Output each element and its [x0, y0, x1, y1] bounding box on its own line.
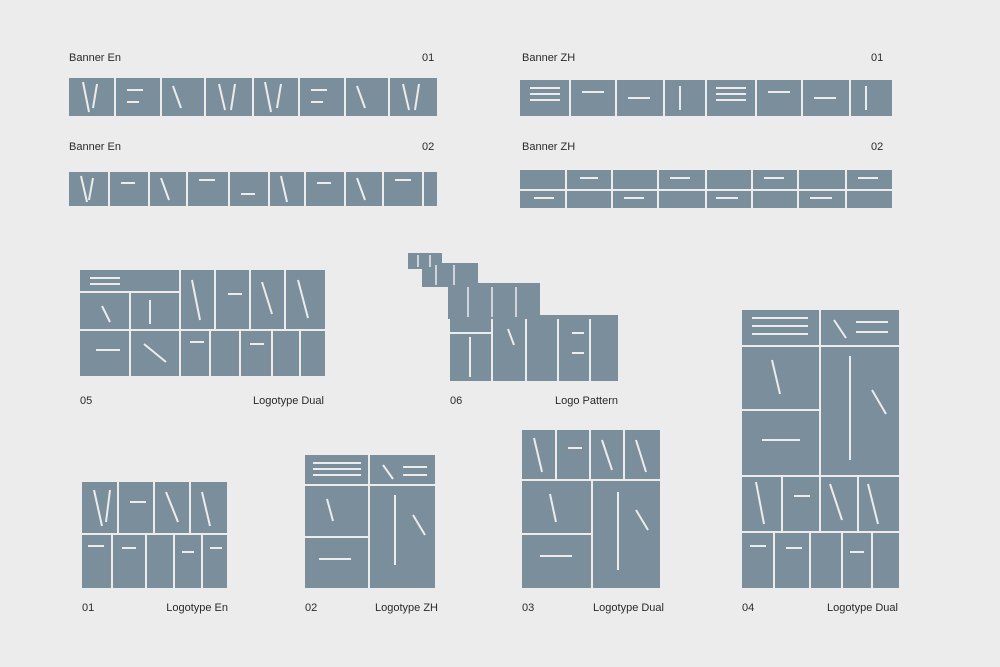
banner-en-2-number: 02 [422, 141, 435, 153]
banner-zh-1-number: 01 [871, 52, 884, 64]
specimen-03-number: 03 [522, 602, 535, 614]
specimen-03-label: Logotype Dual [593, 602, 664, 614]
specimen-01-label: Logotype En [166, 602, 228, 614]
specimen-03-graphic [522, 430, 660, 588]
specimen-06-graphic [408, 253, 620, 381]
banner-en-2-label: Banner En [69, 141, 121, 153]
specimen-01-number: 01 [82, 602, 95, 614]
banner-zh-2-graphic [520, 170, 892, 208]
banner-en-2-graphic [69, 172, 437, 206]
specimen-06-number: 06 [450, 395, 463, 407]
specimen-02-graphic [305, 455, 435, 588]
specimen-04-graphic [742, 310, 899, 588]
specimen-05-number: 05 [80, 395, 93, 407]
specimen-01-graphic [82, 482, 227, 588]
specimen-06-label: Logo Pattern [555, 395, 618, 407]
banner-zh-1-graphic [520, 80, 892, 116]
specimen-02-label: Logotype ZH [375, 602, 438, 614]
banner-en-1-label: Banner En [69, 52, 121, 64]
specimen-04-number: 04 [742, 602, 755, 614]
banner-en-1-number: 01 [422, 52, 435, 64]
banner-zh-2-label: Banner ZH [522, 141, 576, 153]
banner-zh-2-number: 02 [871, 141, 884, 153]
specimen-04-label: Logotype Dual [827, 602, 898, 614]
specimen-02-number: 02 [305, 602, 318, 614]
banner-en-1-graphic [69, 78, 437, 116]
specimen-05-graphic [80, 270, 325, 376]
banner-zh-1-label: Banner ZH [522, 52, 576, 64]
specimen-05-label: Logotype Dual [253, 395, 324, 407]
